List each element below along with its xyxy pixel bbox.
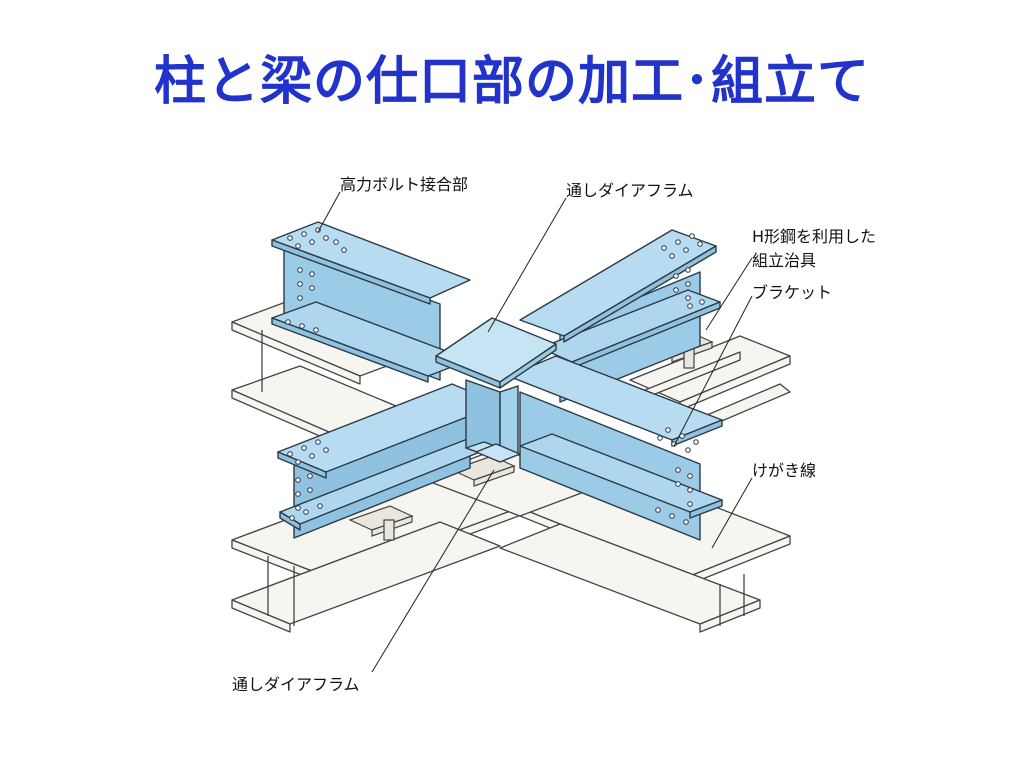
label-bracket: ブラケット — [752, 283, 832, 302]
steel-beams — [271, 221, 723, 541]
label-through-diaphragm-bottom: 通しダイアフラム — [232, 675, 360, 694]
leader-diaphragm-bottom — [371, 469, 495, 673]
leader-lines — [317, 191, 753, 673]
leader-marking — [711, 477, 753, 549]
label-through-diaphragm-top: 通しダイアフラム — [566, 181, 694, 200]
beam-back-left — [271, 221, 471, 383]
label-h-steel-jig-line2: 組立治具 — [752, 251, 816, 270]
bolt-holes — [285, 227, 705, 525]
top-through-diaphragm — [435, 317, 557, 389]
label-h-steel-jig-line1: H形鋼を利用した — [752, 227, 876, 246]
beam-back-right — [519, 229, 721, 403]
leader-bracket-1 — [673, 295, 753, 447]
label-marking-line: けがき線 — [752, 461, 816, 480]
slide-title: 柱と梁の仕口部の加工･組立て — [153, 52, 870, 112]
leader-diaphragm-top — [487, 197, 567, 333]
beam-front-left — [277, 383, 501, 539]
beam-front-right — [507, 355, 723, 541]
bottom-through-diaphragm — [475, 443, 521, 463]
leader-bolt-joint — [317, 191, 341, 233]
leader-jig — [705, 257, 753, 331]
label-high-strength-bolt-joint: 高力ボルト接合部 — [340, 175, 468, 194]
